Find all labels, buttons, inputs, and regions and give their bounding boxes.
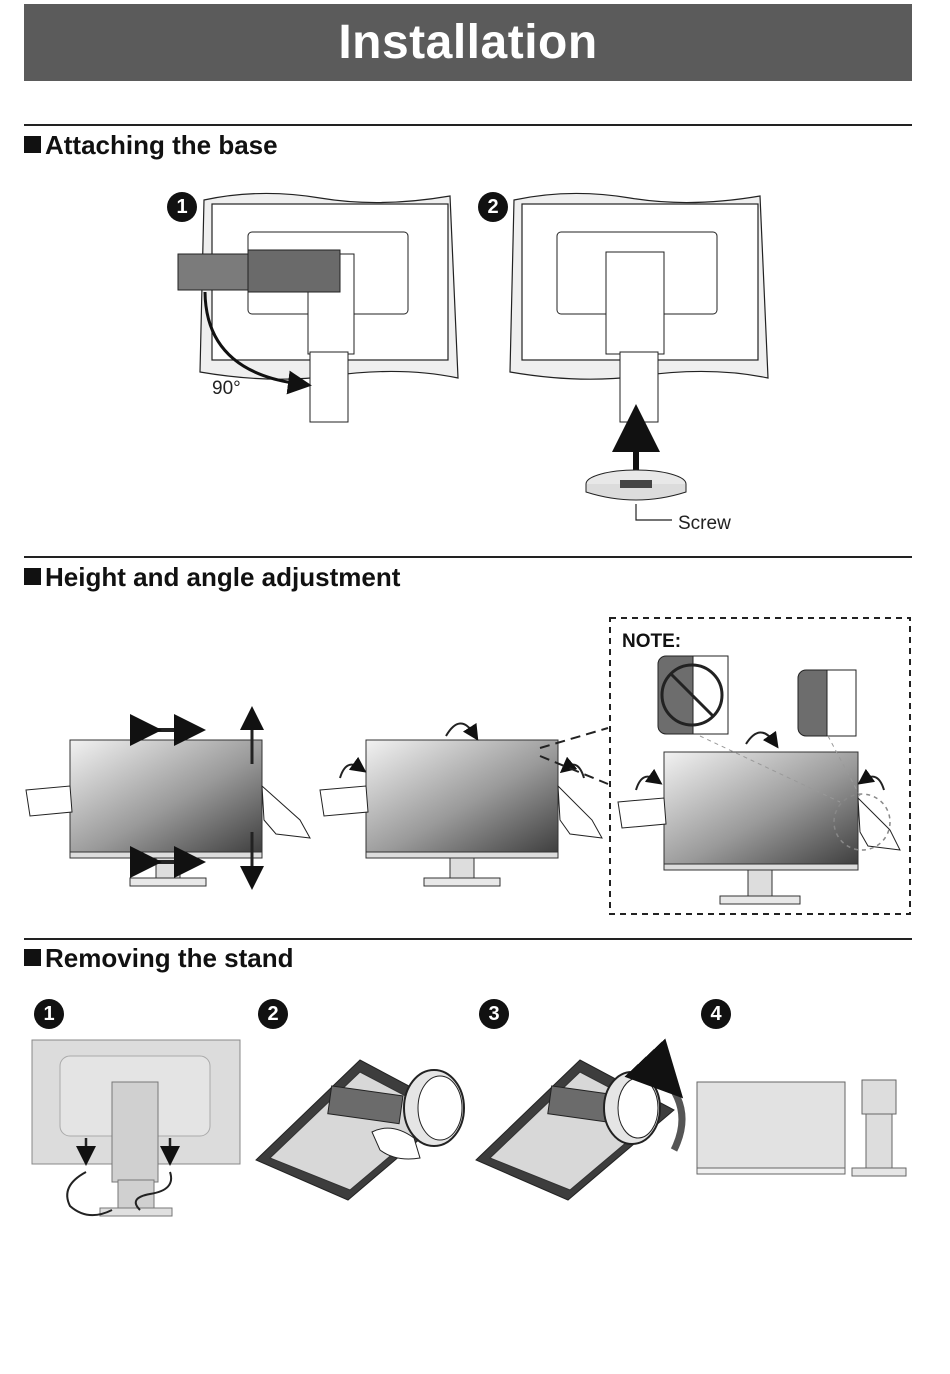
section-divider (24, 124, 912, 126)
note-box (609, 617, 911, 915)
section-divider (24, 938, 912, 940)
section-title-removing-stand: Removing the stand (24, 943, 293, 973)
square-bullet-icon (24, 568, 41, 585)
remove-step-number-2: 2 (258, 999, 288, 1029)
attach-step1-illustration (177, 192, 459, 423)
section-title-height-angle: Height and angle adjustment (24, 562, 400, 592)
square-bullet-icon (24, 949, 41, 966)
adjust-tilt-illustration (319, 722, 609, 887)
square-bullet-icon (24, 136, 41, 153)
remove-step-number-1: 1 (34, 999, 64, 1029)
remove-step3-illustration (475, 1038, 686, 1201)
step-number-2: 2 (478, 192, 508, 222)
section-divider (24, 556, 912, 558)
attach-step2-illustration (509, 192, 769, 521)
section-title-attaching-base: Attaching the base (24, 130, 278, 160)
page-title: Installation (338, 16, 598, 69)
remove-step-number-4: 4 (701, 999, 731, 1029)
step-number-1: 1 (167, 192, 197, 222)
remove-step4-illustration (696, 1079, 907, 1177)
remove-step1-illustration (31, 1039, 241, 1217)
note-label: NOTE: (622, 631, 682, 652)
remove-step2-illustration (255, 1059, 465, 1201)
page-title-banner: Installation (24, 4, 912, 81)
angle-label: 90° (212, 378, 241, 399)
screw-label: Screw (678, 513, 731, 534)
adjust-height-swivel-illustration (25, 706, 311, 890)
no-touch-icon (660, 663, 724, 727)
remove-step-number-3: 3 (479, 999, 509, 1029)
